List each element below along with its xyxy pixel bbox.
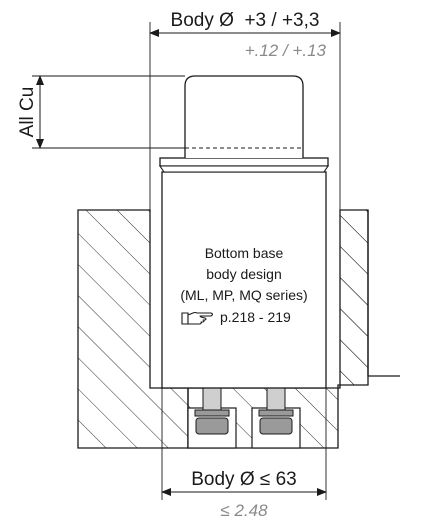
bottom-dimension-label: Body Ø ≤ 63 xyxy=(191,469,296,490)
note-line-3: (ML, MP, MQ series) xyxy=(180,287,307,303)
capacitor-flange xyxy=(159,157,329,167)
side-dimension: All Cu xyxy=(17,75,185,149)
terminal-washer-left xyxy=(194,409,230,417)
pointing-hand-icon xyxy=(181,311,214,325)
plate-right-tab xyxy=(367,210,400,377)
terminal-washer-right xyxy=(258,409,294,417)
top-dimension-sub-label: +.12 / +.13 xyxy=(245,41,327,60)
note-page-reference: p.218 - 219 xyxy=(220,309,291,325)
terminal-nut-right xyxy=(259,417,293,435)
plate-right-tab-fill xyxy=(340,210,368,385)
bottom-dimension: Body Ø ≤ 63 ≤ 2.48 xyxy=(161,388,327,520)
top-dimension: Body Ø +3 / +3,3 +.12 / +.13 xyxy=(149,10,341,210)
note-line-1: Bottom base xyxy=(205,245,284,261)
capacitor-body xyxy=(161,171,327,389)
top-dimension-label: Body Ø +3 / +3,3 xyxy=(171,10,320,31)
side-dimension-label: All Cu xyxy=(17,87,38,138)
bottom-dimension-sub-label: ≤ 2.48 xyxy=(220,501,268,520)
design-note: Bottom base body design (ML, MP, MQ seri… xyxy=(180,245,307,325)
note-line-2: body design xyxy=(206,266,282,282)
terminal-assembly xyxy=(187,387,301,449)
terminal-stem-right xyxy=(266,387,286,413)
capacitor-groove xyxy=(158,165,330,173)
terminal-stem-left xyxy=(202,387,222,413)
terminal-nut-left xyxy=(195,417,229,435)
capacitor-cap xyxy=(184,75,304,158)
capacitor xyxy=(158,75,330,389)
